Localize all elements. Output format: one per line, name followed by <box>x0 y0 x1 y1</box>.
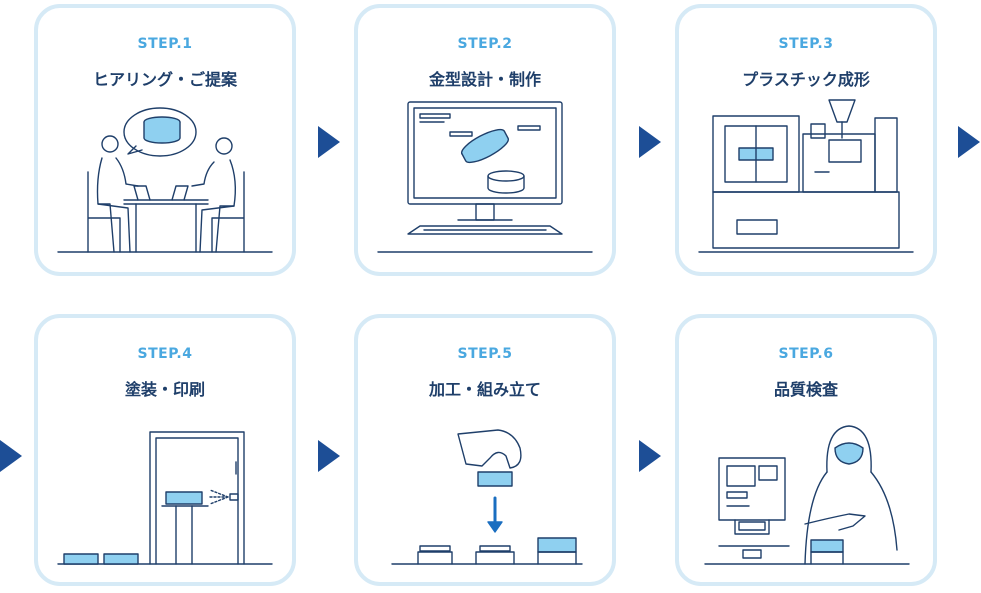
step-card-4: STEP.4 塗装・印刷 <box>34 314 296 586</box>
step-label: STEP.2 <box>457 36 513 52</box>
cad-monitor-illustration-icon <box>377 101 593 253</box>
step-card-5: STEP.5 加工・組み立て <box>354 314 616 586</box>
injection-molding-machine-icon <box>698 99 914 253</box>
step-label: STEP.5 <box>457 346 513 362</box>
flow-arrow-3-4 <box>958 126 980 158</box>
step-card-3: STEP.3 プラスチック成形 <box>675 4 937 276</box>
step-title: 金型設計・制作 <box>428 70 541 89</box>
step-title: 品質検査 <box>773 380 838 399</box>
step-label: STEP.1 <box>137 36 193 52</box>
step-label: STEP.3 <box>778 36 834 52</box>
step-title: 加工・組み立て <box>428 380 541 399</box>
step-card-1: STEP.1 ヒアリング・ご提案 <box>34 4 296 276</box>
flow-arrow-3-4-continued <box>0 440 22 472</box>
hearing-illustration-icon <box>57 107 273 253</box>
flow-arrow-5-6 <box>639 440 661 472</box>
flow-arrow-1-2 <box>318 126 340 158</box>
step-label: STEP.6 <box>778 346 834 362</box>
step-title: 塗装・印刷 <box>124 380 205 399</box>
step-title: ヒアリング・ご提案 <box>92 70 237 89</box>
assembly-illustration-icon <box>391 429 583 565</box>
painting-booth-illustration-icon <box>57 431 273 565</box>
flow-arrow-2-3 <box>639 126 661 158</box>
flow-arrow-4-5 <box>318 440 340 472</box>
step-card-6: STEP.6 品質検査 <box>675 314 937 586</box>
step-label: STEP.4 <box>137 346 193 362</box>
step-title: プラスチック成形 <box>742 70 870 89</box>
quality-inspection-illustration-icon <box>704 425 910 565</box>
step-card-2: STEP.2 金型設計・制作 <box>354 4 616 276</box>
